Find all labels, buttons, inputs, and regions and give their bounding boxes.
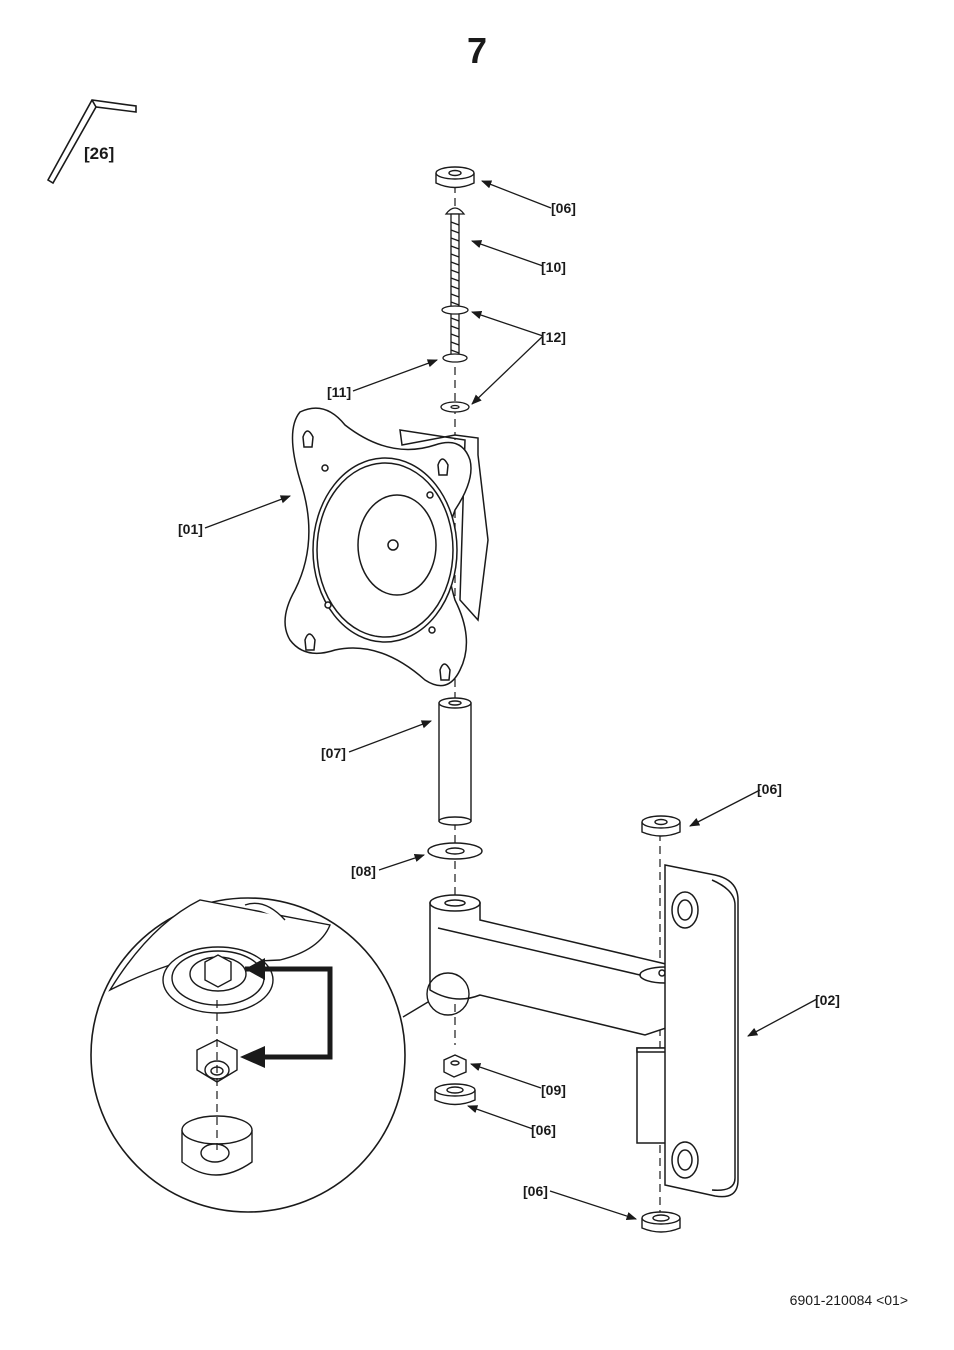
label-nut: [09] — [541, 1082, 566, 1098]
step-number: 7 — [466, 30, 488, 71]
cap-bottom — [641, 1211, 681, 1233]
document-code: 6901-210084 <01> — [789, 1292, 908, 1308]
label-bolt: [10] — [541, 259, 566, 275]
cap-right-top — [641, 815, 681, 837]
sleeve — [438, 697, 472, 826]
hex-key-icon — [46, 99, 137, 185]
label-flat-washer: [08] — [351, 863, 376, 879]
mounting-plate — [284, 407, 489, 687]
tool-label: [26] — [84, 144, 114, 163]
washers — [440, 305, 470, 413]
label-washer-cap-top: [06] — [551, 200, 576, 216]
bolt — [444, 207, 466, 361]
flat-washer — [427, 842, 483, 860]
detail-view — [90, 897, 470, 1213]
nut — [443, 1054, 467, 1078]
cap-under-nut — [434, 1083, 476, 1106]
cap-top — [435, 166, 475, 189]
label-plate: [01] — [178, 521, 203, 537]
label-wall-bracket: [02] — [815, 992, 840, 1008]
wall-bracket — [664, 864, 739, 1198]
label-cap-bottom: [06] — [523, 1183, 548, 1199]
label-washers: [12] — [541, 329, 566, 345]
label-sleeve: [07] — [321, 745, 346, 761]
label-cap-under-nut: [06] — [531, 1122, 556, 1138]
leader-lines — [204, 180, 818, 1221]
label-cap-right-top: [06] — [757, 781, 782, 797]
label-spacer-washer: [11] — [327, 384, 351, 400]
